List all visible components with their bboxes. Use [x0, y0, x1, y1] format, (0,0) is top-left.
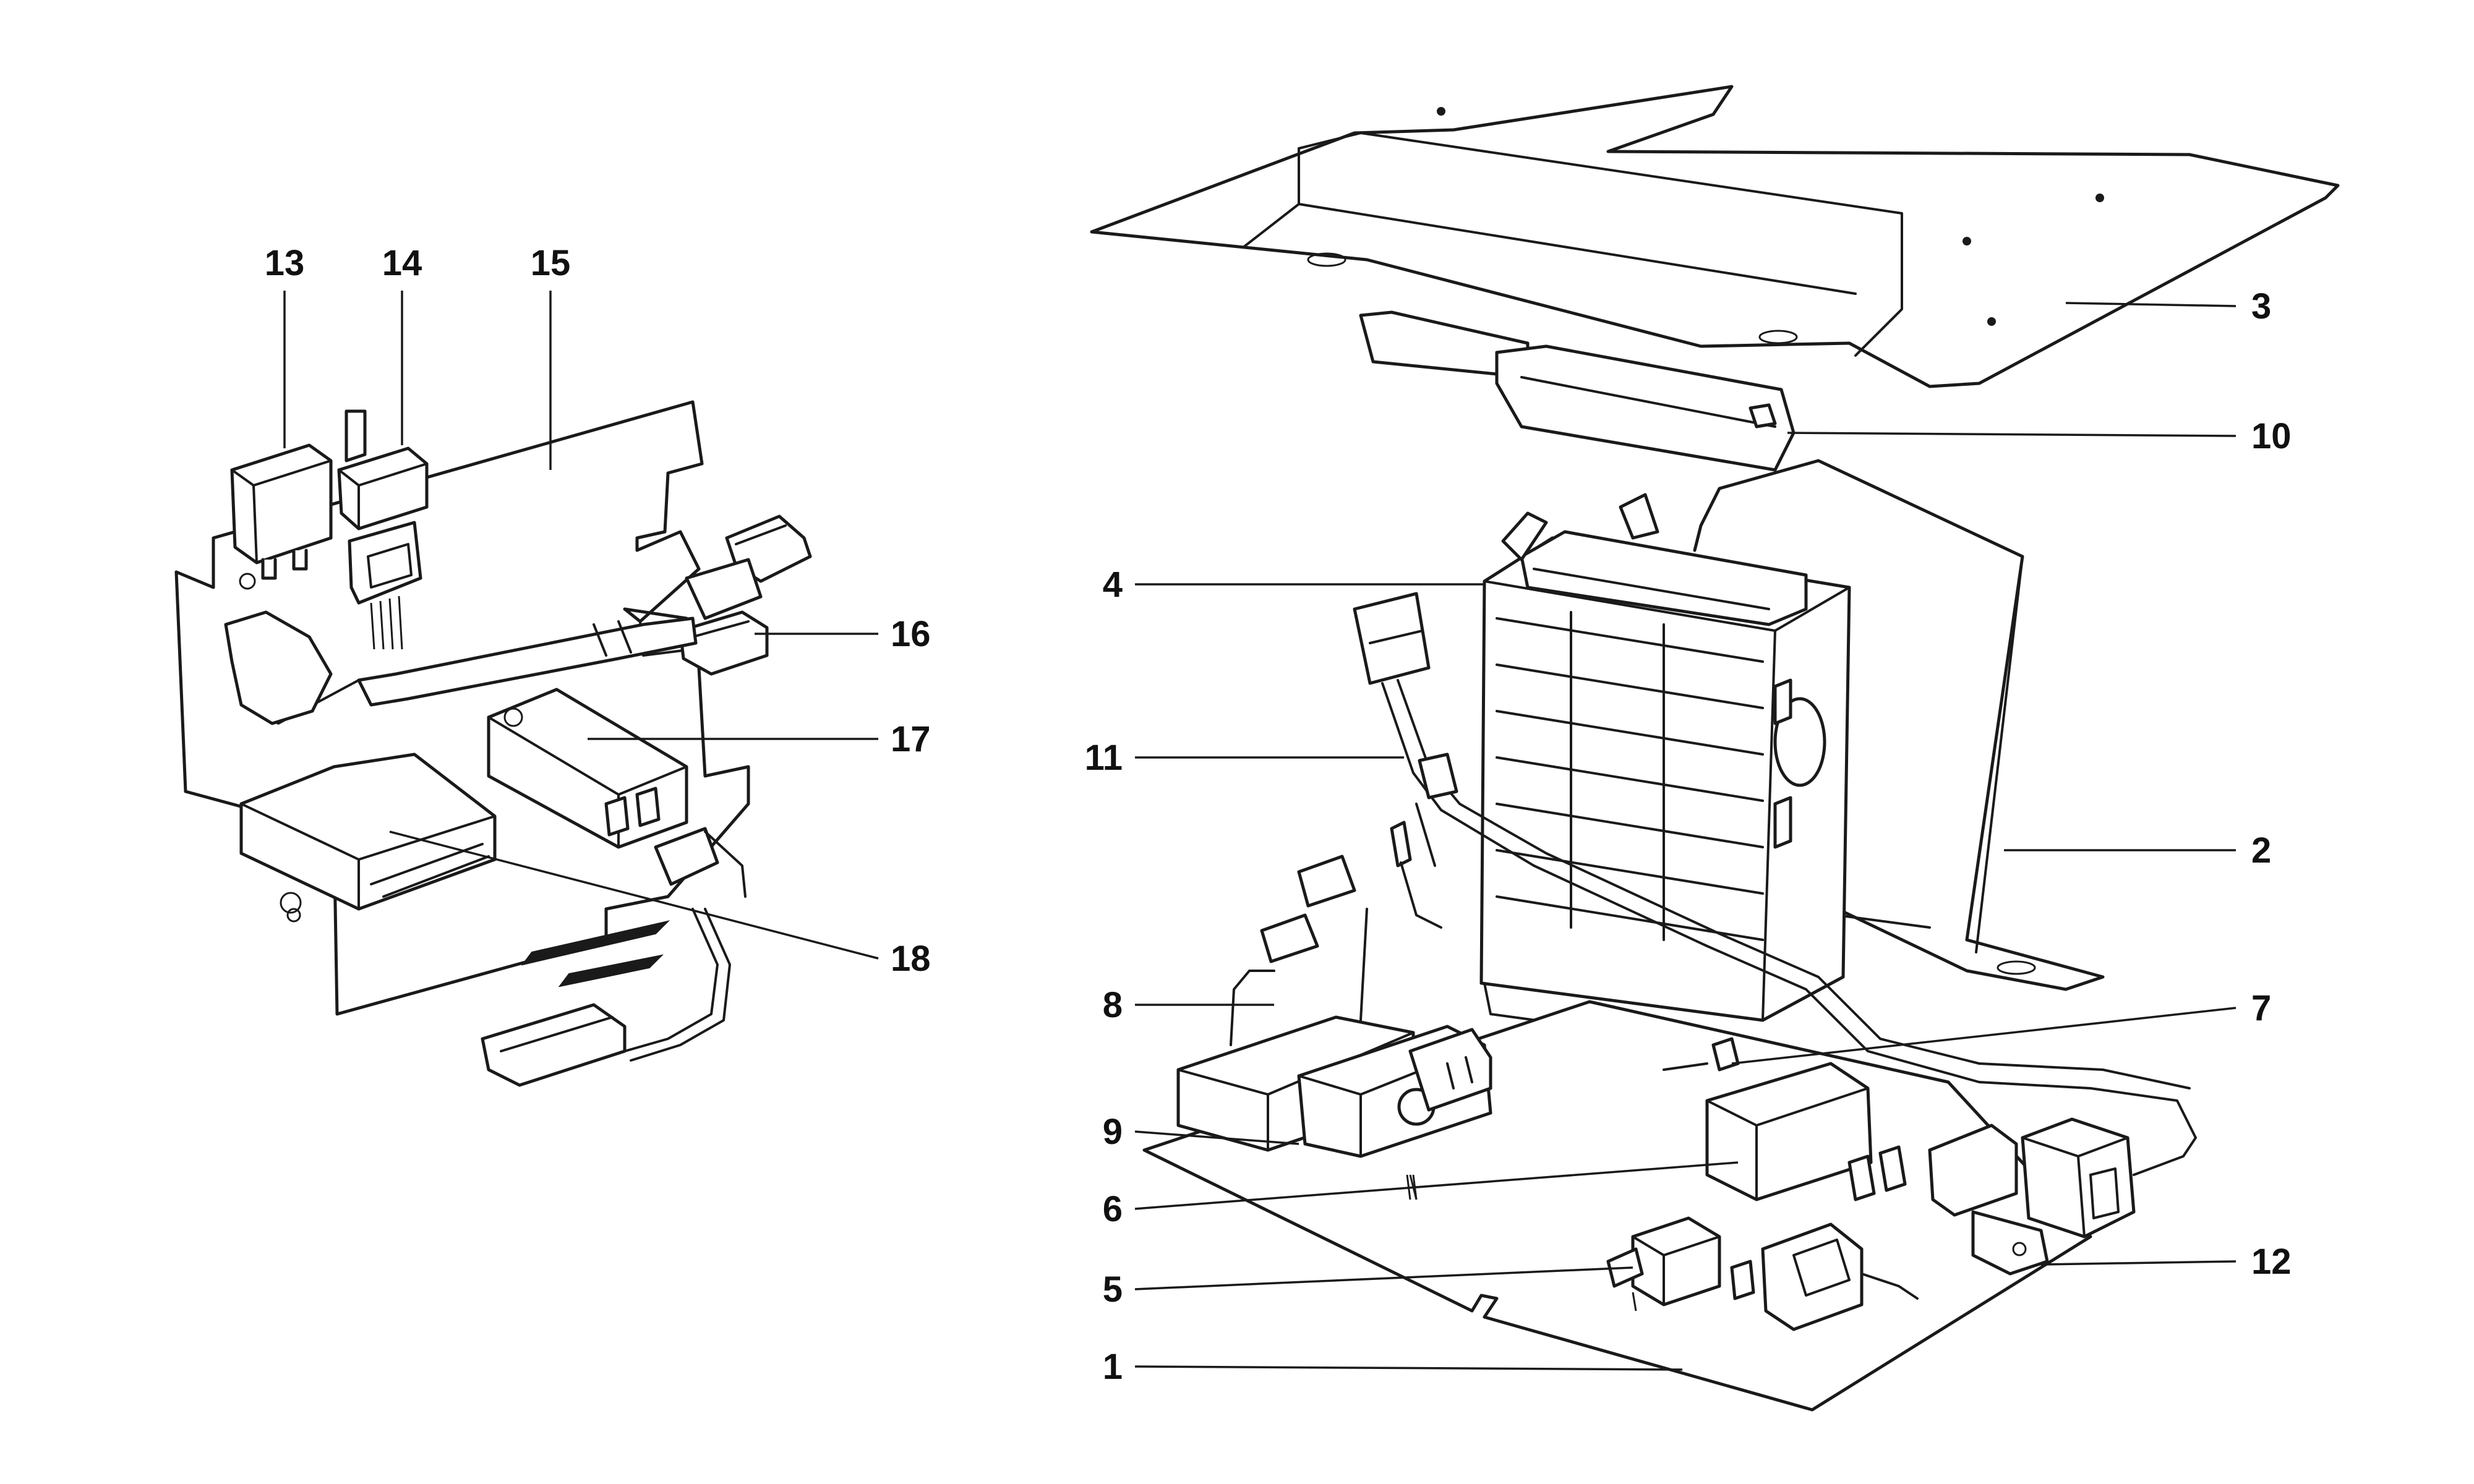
callout-16: 16 [891, 614, 931, 654]
leader-lines [283, 291, 2236, 1371]
relay-6 [1705, 1062, 2018, 1217]
callout-8: 8 [1103, 985, 1123, 1025]
callouts: 13 14 15 16 17 18 3 10 2 7 12 4 11 8 9 6… [265, 243, 2292, 1387]
relay-5 [1606, 1216, 1919, 1331]
harness-11 [1353, 592, 2197, 1139]
leader-5 [1134, 1266, 1633, 1290]
harness-connector-16 [357, 514, 812, 707]
callout-3: 3 [2251, 286, 2271, 326]
relay-13 [230, 443, 333, 580]
module-8 [1176, 821, 1442, 1152]
callout-2: 2 [2251, 830, 2271, 871]
callout-18: 18 [891, 939, 931, 979]
callout-1: 1 [1103, 1347, 1123, 1387]
connector-12 [1971, 1117, 2197, 1276]
callout-14: 14 [382, 243, 422, 283]
callout-6: 6 [1103, 1189, 1123, 1229]
callout-4: 4 [1103, 565, 1123, 605]
leader-7 [1731, 1007, 2236, 1065]
wiring-harness [224, 610, 731, 1087]
right-assembly [1090, 85, 2340, 1412]
callout-5: 5 [1103, 1269, 1123, 1310]
callout-11: 11 [1085, 738, 1123, 778]
callout-13: 13 [265, 243, 305, 283]
leader-6 [1134, 1161, 1739, 1210]
control-unit-17 [487, 688, 747, 898]
callout-12: 12 [2251, 1242, 2292, 1282]
callout-15: 15 [531, 243, 571, 283]
left-assembly [174, 400, 812, 1087]
bracket-10 [1359, 310, 1796, 472]
sensor-9 [1297, 1025, 1492, 1200]
cover-plate-3 [1090, 85, 2340, 388]
callout-9: 9 [1103, 1112, 1123, 1152]
leader-18 [389, 830, 879, 960]
control-unit-18 [239, 753, 497, 914]
callout-7: 7 [2251, 988, 2271, 1028]
leader-3 [2065, 302, 2236, 307]
relay-14 [337, 409, 429, 650]
callout-10: 10 [2251, 416, 2292, 456]
leader-1 [1134, 1365, 1683, 1371]
callout-17: 17 [891, 719, 931, 759]
leader-10 [1787, 432, 2236, 437]
ecu-4 [1479, 493, 1851, 1052]
leader-9 [1134, 1130, 1299, 1145]
leader-12 [2040, 1260, 2236, 1266]
